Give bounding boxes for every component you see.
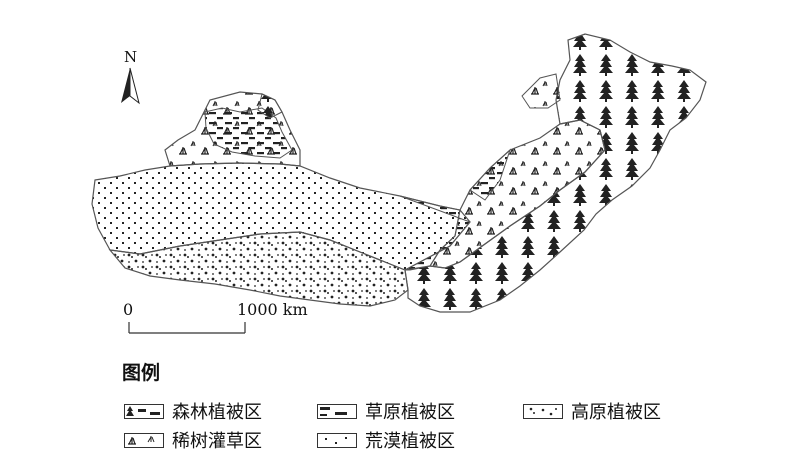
legend-label-plateau: 高原植被区 <box>571 402 661 423</box>
desert-swatch-icon <box>317 432 357 448</box>
legend-label-grassland: 草原植被区 <box>365 402 455 423</box>
east-grass-strip <box>469 148 512 201</box>
plateau-region <box>108 231 409 307</box>
scale-end-label: 1000 km <box>237 300 308 319</box>
legend-item-forest: 森林植被区 <box>124 398 262 424</box>
plateau-swatch-icon <box>523 403 563 419</box>
legend-item-grassland: 草原植被区 <box>317 398 455 424</box>
northwest-forest-patch <box>257 93 283 119</box>
legend-title: 图例 <box>122 362 161 384</box>
northwest-grass-region <box>204 107 293 159</box>
legend-item-shrub: 稀树灌草区 <box>124 427 262 453</box>
forest-swatch-icon <box>124 403 164 419</box>
legend-label-desert: 荒漠植被区 <box>365 431 455 452</box>
scale-start-label: 0 <box>123 300 134 319</box>
north-label: N <box>124 48 138 66</box>
legend-item-plateau: 高原植被区 <box>523 398 661 424</box>
north-arrow-icon <box>121 67 140 105</box>
legend-item-desert: 荒漠植被区 <box>317 427 455 453</box>
northeast-forest-region <box>404 33 707 313</box>
legend-label-shrub: 稀树灌草区 <box>172 431 262 452</box>
shrub-swatch-icon <box>124 432 164 448</box>
grassland-swatch-icon <box>317 403 357 419</box>
northeast-shrub-patch <box>521 73 561 109</box>
legend-label-forest: 森林植被区 <box>172 402 262 423</box>
scale-bar <box>128 322 246 334</box>
